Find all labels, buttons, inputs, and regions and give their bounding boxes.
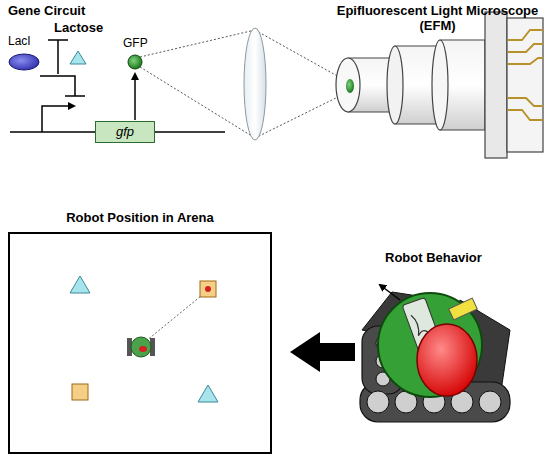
section-title: Robot Behavior — [385, 250, 482, 265]
wheel — [479, 391, 501, 413]
gene-box: gfp — [95, 121, 155, 143]
molecule-name: LacI — [8, 34, 31, 48]
molecule-name: Lactose — [54, 20, 103, 35]
instrument-title: Epifluorescent Light Microscope (EFM) — [330, 3, 545, 33]
wheel — [367, 391, 389, 413]
gene-name: gfp — [96, 122, 154, 141]
arena-box: Robot Position in Arena — [8, 232, 272, 454]
arena-title: Robot Position in Arena — [10, 210, 270, 225]
section-title: Gene Circuit — [8, 3, 85, 18]
protein-name: GFP — [123, 36, 148, 50]
